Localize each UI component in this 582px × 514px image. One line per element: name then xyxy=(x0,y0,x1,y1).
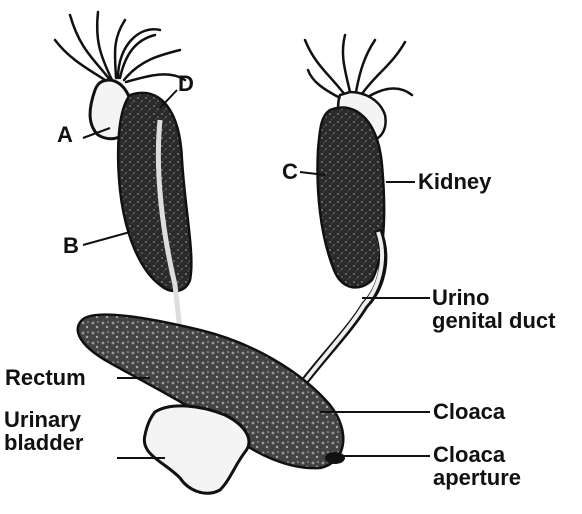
cloaca-aperture-mark xyxy=(325,452,345,464)
label-urinary-bladder: Urinary bladder xyxy=(4,408,83,454)
label-a: A xyxy=(57,123,73,146)
label-b: B xyxy=(63,234,79,257)
label-rectum: Rectum xyxy=(5,366,86,389)
right-fimbriae xyxy=(305,35,412,98)
urinary-bladder xyxy=(144,406,249,493)
left-kidney-b xyxy=(118,93,191,291)
label-c: C xyxy=(282,160,298,183)
left-fimbriae xyxy=(55,12,185,82)
label-kidney: Kidney xyxy=(418,170,491,193)
label-urinogenital-duct: Urino genital duct xyxy=(432,286,555,332)
right-kidney xyxy=(318,107,385,287)
label-cloaca: Cloaca xyxy=(433,400,505,423)
label-cloaca-aperture: Cloaca aperture xyxy=(433,443,521,489)
label-d: D xyxy=(178,72,194,95)
